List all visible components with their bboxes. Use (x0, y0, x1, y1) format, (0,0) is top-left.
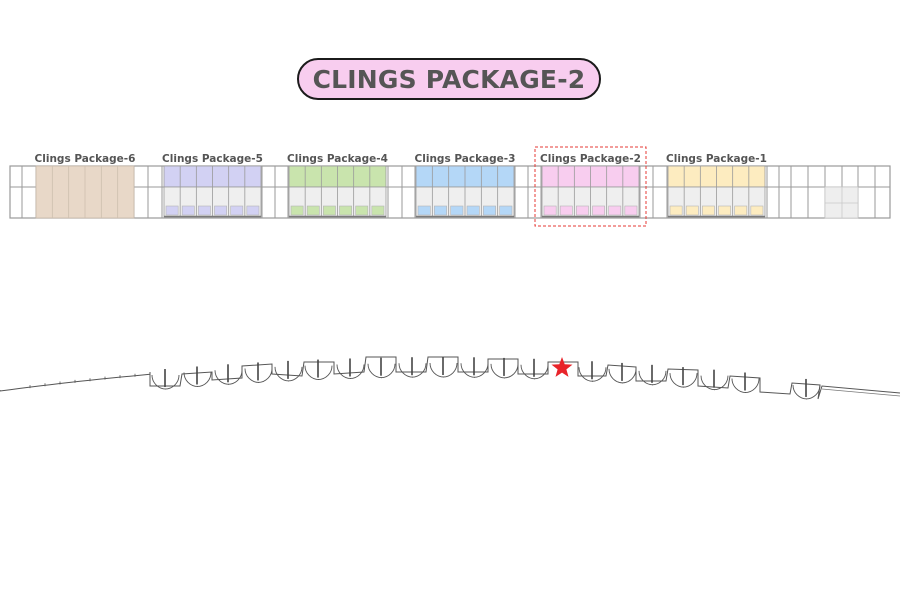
package-label: Clings Package-2 (540, 153, 641, 165)
plan-wall-right (821, 388, 901, 397)
package-cell-swatch (230, 205, 244, 216)
plan-door-swing (682, 373, 698, 388)
package-cell-swatch (323, 205, 336, 216)
plan-door-swing (608, 368, 624, 384)
current-location-star (551, 357, 573, 377)
package-cell-swatch (417, 205, 431, 216)
plan-door-swing (744, 378, 760, 393)
package-cell-swatch (624, 205, 638, 216)
plan-door-swing (442, 362, 458, 378)
plan-door-swing (429, 362, 445, 378)
package-cell-swatch (718, 205, 731, 216)
plan-door-swing (460, 363, 476, 378)
plan-door-swing (151, 375, 167, 390)
plan-door-swing (713, 375, 729, 391)
plan-door-swing (621, 368, 637, 384)
package-bay-2: Clings Package-2 (534, 146, 647, 227)
plan-door-swing (164, 375, 180, 390)
package-cell-swatch (669, 205, 683, 216)
package-bays: Clings Package-6 Clings Package-5 Clings P… (35, 146, 767, 227)
plan-door-swing (380, 363, 396, 379)
package-cell-swatch (339, 205, 352, 216)
package-bay-3: Clings Package-3 (415, 153, 516, 218)
plan-door-swing (490, 363, 506, 379)
package-label: Clings Package-3 (415, 153, 516, 165)
package-bay-1: Clings Package-1 (666, 153, 767, 218)
package-cell-swatch (734, 205, 748, 216)
plan-door-swing (244, 368, 260, 383)
plan-door-swing (651, 370, 667, 386)
package-cell-swatch (290, 205, 304, 216)
plan-wall-left (0, 373, 151, 392)
package-bay-4: Clings Package-4 (287, 153, 388, 218)
package-label: Clings Package-1 (666, 153, 767, 165)
package-cell-swatch (371, 205, 385, 216)
package-label: Clings Package-6 (35, 153, 136, 165)
facade-panel (824, 186, 859, 219)
package-cell-swatch (702, 205, 715, 216)
plan-door-swing (792, 384, 808, 400)
package-label: Clings Package-4 (287, 153, 388, 165)
plan-door-swing (591, 367, 607, 382)
selected-package-outline (534, 146, 647, 227)
plan-door-swing (805, 384, 821, 400)
plan-door-swing (700, 375, 716, 391)
package-cell-swatch (466, 205, 480, 216)
plan-door-swing (520, 364, 536, 380)
package-cell-swatch (559, 205, 573, 216)
package-cell-swatch (306, 205, 320, 216)
package-cell-swatch (181, 205, 195, 216)
package-label: Clings Package-5 (162, 153, 263, 165)
package-cell-swatch (450, 205, 464, 216)
plan-door-swing (578, 367, 594, 382)
package-cell-swatch (483, 205, 496, 216)
package-bay-6: Clings Package-6 (35, 153, 136, 219)
package-cell-swatch (592, 205, 605, 216)
ground-plan-outline (0, 356, 901, 400)
package-cell-swatch (214, 205, 227, 216)
plan-door-swing (731, 378, 747, 393)
plan-door-swing (287, 366, 303, 382)
package-cell-swatch (246, 205, 260, 216)
plan-door-swing (227, 370, 243, 385)
plan-door-swing (317, 365, 333, 381)
package-cell-swatch (165, 205, 179, 216)
plan-door-swing (274, 366, 290, 382)
plan-door-swing (257, 368, 273, 383)
package-cell-swatch (543, 205, 557, 216)
plan-door-swing (398, 363, 414, 378)
plan-door-swing (503, 363, 519, 379)
page-title: CLINGS PACKAGE-2 (297, 58, 601, 100)
package-cell-swatch (198, 205, 211, 216)
plan-door-swing (196, 372, 212, 387)
package-cell-swatch (576, 205, 589, 216)
plan-door-swing (214, 370, 230, 385)
package-cell-swatch (355, 205, 369, 216)
package-cell-swatch (685, 205, 699, 216)
plan-door-swing (183, 372, 199, 387)
plan-door-swing (473, 363, 489, 378)
plan-door-swing (304, 365, 320, 381)
package-cell-swatch (750, 205, 764, 216)
plan-door-swing (638, 370, 654, 386)
plan-door-swing (533, 364, 549, 380)
plan-storefront-line (149, 356, 901, 400)
package-cell-swatch (434, 205, 447, 216)
plan-door-swing (411, 363, 427, 378)
package-bay-5: Clings Package-5 (162, 153, 263, 218)
package-cell-swatch (608, 205, 622, 216)
package-cell-swatch (499, 205, 513, 216)
plan-door-swing (336, 364, 352, 379)
plan-door-swing (669, 373, 685, 388)
plan-door-swing (349, 364, 365, 379)
plan-door-swing (367, 363, 383, 379)
